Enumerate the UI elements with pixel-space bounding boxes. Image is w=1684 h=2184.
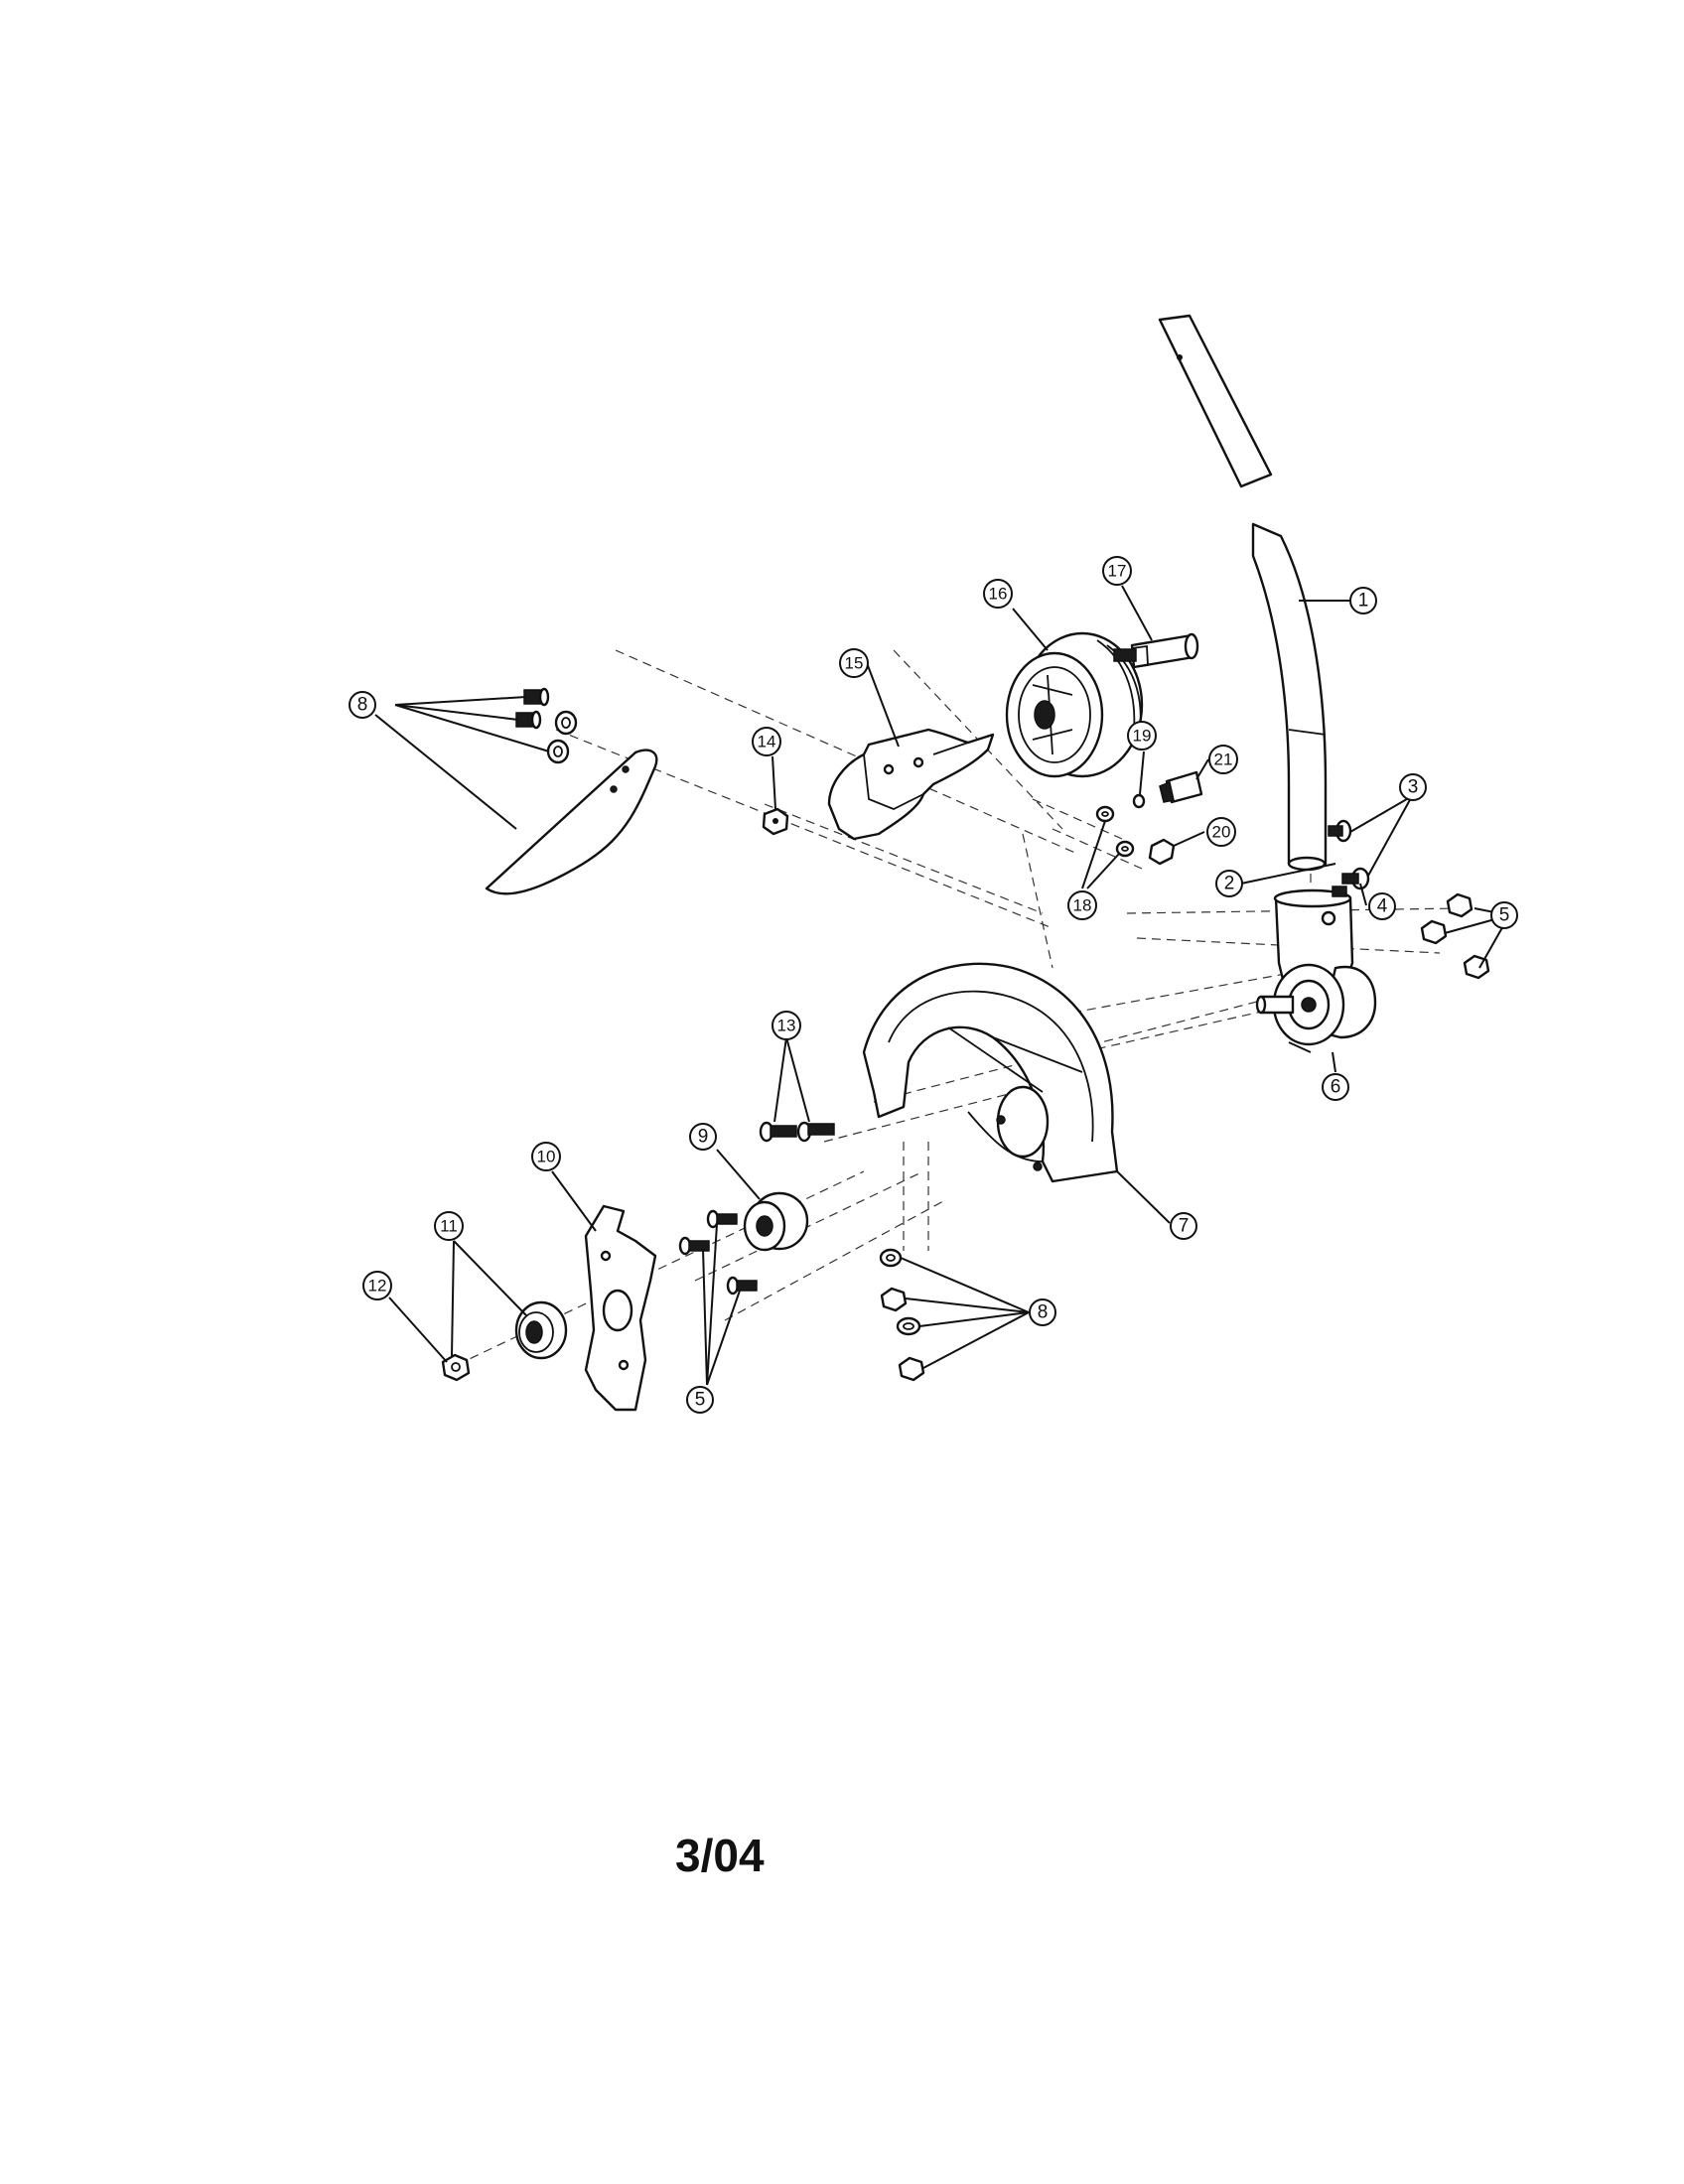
svg-text:19: 19 <box>1133 727 1152 746</box>
callout-4: 4 <box>1368 892 1396 920</box>
edger-plate <box>485 749 658 895</box>
svg-text:8: 8 <box>1038 1302 1049 1323</box>
callout-16: 16 <box>983 579 1013 609</box>
svg-text:12: 12 <box>368 1277 387 1296</box>
part-12-nut <box>441 1353 471 1382</box>
callout-7: 7 <box>1170 1212 1197 1240</box>
callout-21: 21 <box>1208 745 1238 774</box>
part-14-nut <box>762 807 789 836</box>
svg-text:20: 20 <box>1212 823 1231 842</box>
callout-13: 13 <box>772 1011 801 1040</box>
callout-15: 15 <box>839 648 869 678</box>
callouts: 1 2 3 4 5 6 7 8 <box>349 556 1518 1414</box>
callout-5-right: 5 <box>1490 901 1518 929</box>
svg-text:11: 11 <box>440 1217 458 1236</box>
part-10-blade <box>584 1204 657 1412</box>
svg-text:21: 21 <box>1214 751 1233 769</box>
svg-text:5: 5 <box>695 1390 706 1411</box>
callout-10: 10 <box>531 1142 561 1171</box>
part-9-spacer <box>743 1191 809 1252</box>
part-7-blade-guard <box>862 962 1119 1183</box>
part-13-bolts <box>759 1121 835 1143</box>
part-5-bolts-lower <box>678 1209 758 1296</box>
callout-11: 11 <box>434 1211 464 1241</box>
part-8-hardware-lower <box>879 1248 925 1382</box>
svg-text:13: 13 <box>777 1017 796 1035</box>
svg-text:1: 1 <box>1358 591 1369 612</box>
svg-text:2: 2 <box>1224 874 1235 894</box>
svg-text:5: 5 <box>1499 905 1510 926</box>
svg-text:9: 9 <box>698 1127 709 1148</box>
svg-text:15: 15 <box>845 654 864 673</box>
callout-8-top: 8 <box>349 691 376 719</box>
callout-9: 9 <box>689 1123 717 1151</box>
part-11-flange <box>514 1300 568 1360</box>
callout-3: 3 <box>1399 773 1427 801</box>
callout-18: 18 <box>1067 890 1097 920</box>
part-15-bracket <box>827 728 995 841</box>
svg-text:18: 18 <box>1073 896 1092 915</box>
parts-3-4-screws <box>1328 819 1370 897</box>
svg-text:8: 8 <box>357 695 368 716</box>
svg-text:3: 3 <box>1408 777 1419 798</box>
svg-text:10: 10 <box>537 1148 556 1166</box>
callout-6: 6 <box>1322 1073 1349 1101</box>
part-8-hardware-top <box>515 687 578 764</box>
callout-12: 12 <box>362 1271 392 1300</box>
callout-14: 14 <box>752 727 781 756</box>
small-hardware-18-21 <box>1095 770 1203 866</box>
svg-text:16: 16 <box>989 585 1008 604</box>
svg-text:4: 4 <box>1377 896 1388 917</box>
svg-text:17: 17 <box>1108 562 1127 581</box>
date-code: 3/04 <box>675 1830 765 1881</box>
callout-1: 1 <box>1349 587 1377 614</box>
part-16-wheel <box>1005 631 1144 778</box>
callout-20: 20 <box>1206 817 1236 847</box>
part-1-shaft-tube <box>1251 522 1328 872</box>
callout-5-lower: 5 <box>686 1386 714 1414</box>
svg-text:14: 14 <box>758 733 776 751</box>
callout-17: 17 <box>1102 556 1132 586</box>
svg-text:7: 7 <box>1179 1216 1190 1237</box>
part-17-axle-bolt <box>1113 632 1199 669</box>
part-6-gearbox <box>1255 888 1377 1053</box>
callout-19: 19 <box>1127 721 1157 751</box>
part-5-nuts-right <box>1420 892 1490 980</box>
callout-8-lower: 8 <box>1029 1298 1056 1326</box>
svg-text:6: 6 <box>1331 1077 1341 1098</box>
upper-shaft-segment <box>1158 314 1273 488</box>
callout-2: 2 <box>1215 870 1243 897</box>
